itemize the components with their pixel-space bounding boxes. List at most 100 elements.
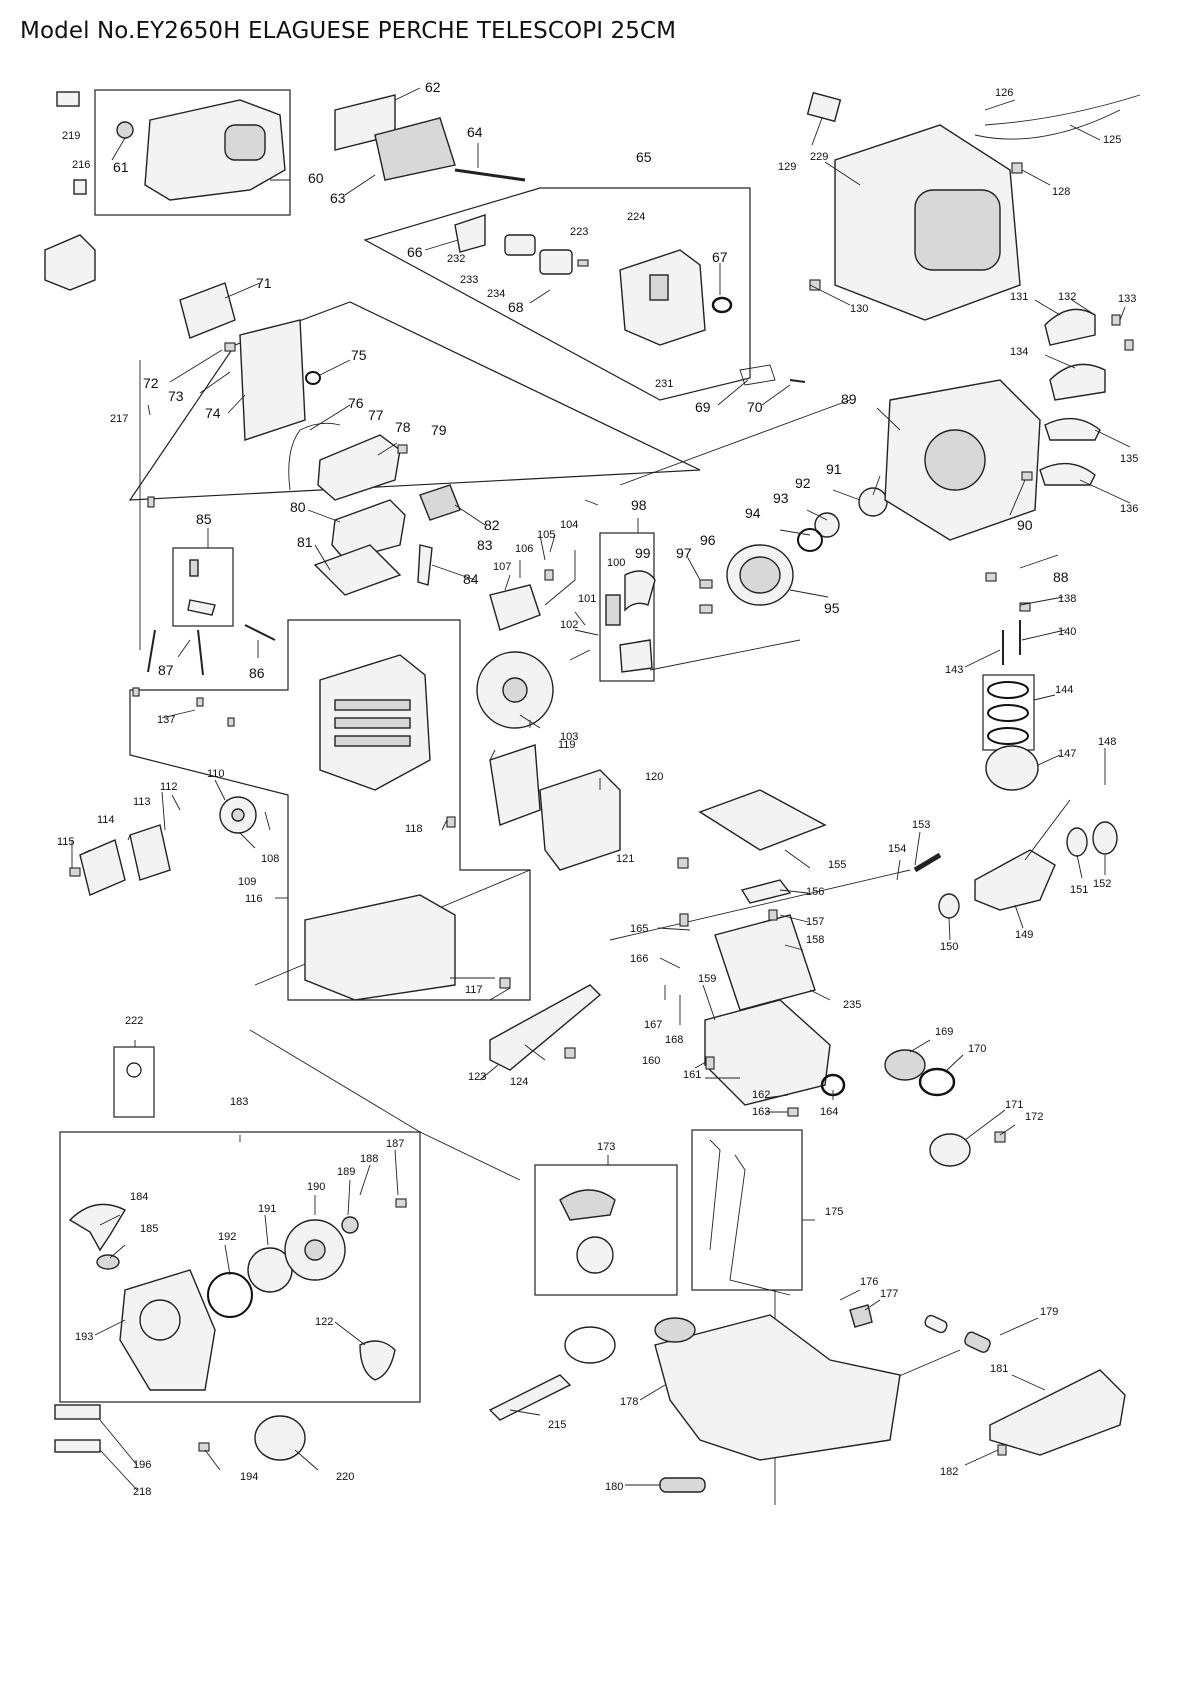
callout-82: 82 [484,517,500,533]
callout-102: 102 [560,619,578,631]
callout-121: 121 [616,853,634,865]
callout-92: 92 [795,475,811,491]
callout-134: 134 [1010,346,1028,358]
frame-air-filter-65 [363,187,751,401]
callout-181: 181 [990,1363,1008,1375]
callout-150: 150 [940,941,958,953]
callout-116: 116 [245,893,263,905]
tool-215 [488,1374,572,1421]
frame-housing-60 [94,89,291,216]
callout-173: 173 [597,1141,615,1153]
callout-66: 66 [407,244,423,260]
callout-185: 185 [140,1223,158,1235]
callout-157: 157 [806,916,824,928]
pin-70 [789,379,806,383]
callout-119: 119 [558,739,576,751]
push-rod-87 [147,629,156,673]
fuel-cap-173 [559,1189,616,1221]
callout-233: 233 [460,274,478,286]
callout-177: 177 [880,1288,898,1300]
callout-179: 179 [1040,1306,1058,1318]
callout-94: 94 [745,505,761,521]
callout-79: 79 [431,422,447,438]
callout-122: 122 [315,1316,333,1328]
head-cover-78 [317,434,401,501]
callout-89: 89 [841,391,857,407]
callout-155: 155 [828,859,846,871]
grommet-179 [964,1331,991,1353]
callout-117: 117 [465,984,483,996]
callout-170: 170 [968,1043,986,1055]
callout-188: 188 [360,1153,378,1165]
frame-starter-183 [59,1131,421,1403]
callout-136: 136 [1120,503,1138,515]
frame-clutch-98 [599,532,655,682]
fitting-171 [929,1133,971,1167]
callout-168: 168 [665,1034,683,1046]
callout-90: 90 [1017,517,1033,533]
callout-63: 63 [330,190,346,206]
callout-88: 88 [1053,569,1069,585]
callout-220: 220 [336,1471,354,1483]
callout-156: 156 [806,886,824,898]
frame-cylinder-head [128,301,701,501]
callout-154: 154 [888,843,906,855]
label-sticker-216 [73,179,87,195]
callout-184: 184 [130,1191,148,1203]
callout-194: 194 [240,1471,258,1483]
snap-ring-94 [797,528,823,552]
callout-223: 223 [570,226,588,238]
callout-110: 110 [207,768,225,780]
callout-labels: 60 61 62 63 64 65 66 67 68 69 70 71 72 7… [57,79,1138,1498]
label-sticker-219 [56,91,80,107]
callout-74: 74 [205,405,221,421]
callout-187: 187 [386,1138,404,1150]
seal-150 [938,893,960,919]
callout-196: 196 [133,1459,151,1471]
label-220 [254,1415,306,1461]
callout-120: 120 [645,771,663,783]
page-title: Model No.EY2650H ELAGUESE PERCHE TELESCO… [20,18,677,44]
callout-137: 137 [157,714,175,726]
frame-fuel-cap-173 [534,1164,678,1296]
callout-114: 114 [97,814,115,826]
callout-104: 104 [560,519,578,531]
o-ring-67 [711,296,733,314]
clamp-135 [1044,417,1101,441]
callout-193: 193 [75,1331,93,1343]
spring-100 [605,594,621,626]
callout-234: 234 [487,288,505,300]
callout-123: 123 [468,1071,486,1083]
callout-162: 162 [752,1089,770,1101]
callout-124: 124 [510,1076,528,1088]
callout-182: 182 [940,1466,958,1478]
fuel-tank-178 [654,1314,901,1461]
callout-131: 131 [1010,291,1028,303]
callout-148: 148 [1098,736,1116,748]
callout-161: 161 [683,1069,701,1081]
callout-219: 219 [62,130,80,142]
bearing-152 [1092,821,1118,855]
baffle-235 [714,914,816,1011]
callout-64: 64 [467,124,483,140]
plate-74 [239,319,306,441]
seal-151 [1066,827,1088,857]
callout-61: 61 [113,159,129,175]
callout-78: 78 [395,419,411,435]
callout-169: 169 [935,1026,953,1038]
cover-80 [331,499,406,561]
gasket-170 [918,1067,956,1097]
callout-235: 235 [843,999,861,1011]
callout-160: 160 [642,1055,660,1067]
callout-178: 178 [620,1396,638,1408]
callout-138: 138 [1058,593,1076,605]
gasket-155 [698,789,827,851]
seal-91 [858,487,888,517]
callout-176: 176 [860,1276,878,1288]
callout-125: 125 [1103,134,1121,146]
label-229 [806,91,842,123]
frame-cylinder-116 [129,619,531,1001]
starter-handle-184 [68,1203,126,1252]
callout-98: 98 [631,497,647,513]
pulley-122 [359,1340,396,1381]
